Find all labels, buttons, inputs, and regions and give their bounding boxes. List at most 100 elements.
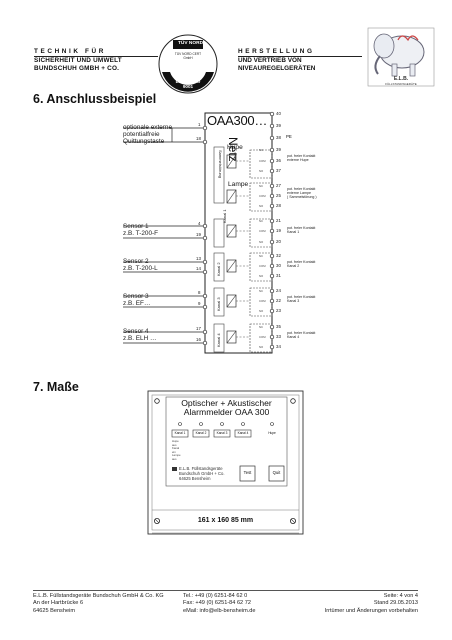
footer-col-2: Tel.: +49 (0) 6251-84 62 0 Fax: +49 (0) …: [183, 593, 256, 615]
terminal-circle: [269, 308, 275, 314]
device-box: [204, 112, 273, 354]
contact-tag: NO: [259, 203, 264, 208]
terminal-number: 28: [276, 203, 281, 208]
contact-tag: COM: [259, 193, 266, 198]
footer-line: Stand 29.05.2013: [373, 600, 418, 607]
terminal-number: 13: [196, 256, 201, 261]
contact-tag: NO: [259, 239, 264, 244]
quittung-label: optionale externe potentialfreie Quittun…: [123, 124, 173, 146]
footer-line: E.L.B. Füllstandsgeräte Bundschuh GmbH &…: [33, 593, 164, 599]
terminal-circle: [269, 273, 275, 279]
terminal-number: 1: [198, 122, 201, 127]
lamp-label: Kanal 2: [195, 431, 207, 435]
lamp-label: Hupe: [268, 431, 276, 435]
device-name: OAA300…: [207, 113, 268, 128]
terminal-number: 22: [276, 298, 281, 303]
terminal-number: 14: [196, 266, 201, 271]
contact-tag: NO: [259, 308, 264, 313]
note-kanal-3: pot. freier Kontakt Kanal 3: [287, 295, 316, 303]
contact-tag: COM: [259, 263, 266, 268]
terminal-number: 35: [276, 324, 281, 329]
panel-title-line: Alarmmelder OAA 300: [183, 407, 270, 417]
test-button-label: Test: [243, 470, 252, 475]
note-kanal-2: pot. freier Kontakt Kanal 2: [287, 260, 316, 268]
panel-title: Optischer + Akustischer Alarmmelder OAA …: [166, 399, 287, 417]
terminal-number: 36: [276, 158, 281, 163]
terminal-number: 24: [276, 288, 281, 293]
terminal-number: 39: [276, 123, 281, 128]
terminal-circle: [269, 158, 275, 164]
footer-line: An der Hartbrücke 6: [33, 600, 84, 607]
contact-tag: NO: [259, 273, 264, 278]
header-left-line: TECHNIK FÜR: [34, 48, 106, 55]
cert-badge-ring: DIN EN ISO 9001: [175, 79, 201, 89]
header-left-line: BUNDSCHUH GMBH + CO.: [34, 65, 120, 72]
terminal-circle: [269, 183, 275, 189]
terminal-number: 4: [198, 221, 201, 226]
elb-logo-label: E.L.B.: [393, 76, 409, 82]
mini-text: ein: [172, 449, 176, 454]
terminal-number: 33: [276, 334, 281, 339]
terminal-number: 38: [276, 135, 281, 140]
terminal-number: 40: [276, 111, 281, 116]
panel-company-line: Bundschuh GmbH + Co.: [179, 471, 225, 476]
footer-col-3: Seite: 4 von 4 Stand 29.05.2013 Irrtümer…: [300, 593, 418, 615]
terminal-number: 18: [196, 136, 201, 141]
lamp-label: Kanal 3: [216, 431, 228, 435]
terminal-circle: [269, 334, 275, 340]
contact-tag: NO: [259, 168, 264, 173]
footer-line: 64625 Bensheim: [33, 607, 75, 614]
contact-tag: COM: [259, 334, 266, 339]
contact-tag: NC: [259, 253, 264, 258]
terminal-circle: [269, 111, 275, 117]
terminal-number: 37: [276, 168, 281, 173]
divider: [34, 56, 158, 57]
hupe-label: Hupe: [227, 144, 243, 151]
terminal-circle: [269, 239, 275, 245]
note-hupe: pot. freier Kontakt externe Hupe: [287, 154, 316, 162]
footer-line: Irrtümer und Änderungen vorbehalten: [324, 607, 418, 614]
sensor-3-label: Sensor 3 z.B. EF…: [123, 293, 151, 308]
mini-text: aus: [172, 456, 177, 461]
terminal-number: 19: [276, 228, 281, 233]
section-7-title: 7. Maße: [33, 380, 79, 394]
elb-elephant-logo: [367, 27, 435, 87]
note-kanal-1: pot. freier Kontakt Kanal 1: [287, 226, 316, 234]
header-right-text: HERSTELLUNG UND VERTRIEB VON NIVEAUREGEL…: [238, 48, 362, 73]
contact-tag: NO: [259, 344, 264, 349]
header-right-line: UND VERTRIEB VON: [238, 57, 302, 64]
terminal-circle: [269, 135, 275, 141]
terminal-number: 30: [276, 263, 281, 268]
terminal-number: 34: [276, 344, 281, 349]
terminal-number: 27: [276, 183, 281, 188]
panel-company-line: 64625 Bensheim: [179, 476, 211, 481]
note-kanal-4: pot. freier Kontakt Kanal 4: [287, 331, 316, 339]
terminal-circle: [269, 263, 275, 269]
mini-text: Kanal: [172, 446, 180, 451]
terminal-circle: [269, 228, 275, 234]
lamp-label: Kanal 1: [174, 431, 186, 435]
panel-company: E.L.B. Füllstandsgeräte Bundschuh GmbH +…: [179, 466, 225, 481]
lamp-label: Kanal 4: [237, 431, 249, 435]
contact-tag: NC: [259, 324, 264, 329]
divider: [238, 56, 362, 57]
terminal-circle: [269, 253, 275, 259]
mini-text: Lampe: [172, 453, 181, 458]
terminal-number: 20: [276, 239, 281, 244]
sensor-4-label: Sensor 4 z.B. ELH …: [123, 328, 157, 343]
header-right-line: NIVEAUREGELGERÄTEN: [238, 65, 316, 72]
footer-col-1: E.L.B. Füllstandsgeräte Bundschuh GmbH &…: [33, 593, 164, 615]
terminal-circle: [269, 218, 275, 224]
terminal-number: 16: [196, 337, 201, 342]
panel-mini-text: Hupe aus Kanal ein Lampe aus: [172, 439, 181, 462]
footer-divider: [33, 590, 418, 591]
lampe-label: Lampe: [228, 181, 249, 188]
terminal-circle: [269, 203, 275, 209]
terminal-number: 17: [196, 326, 201, 331]
quit-button-label: Quit: [272, 470, 281, 475]
terminal-number: 19: [196, 232, 201, 237]
sensor-2-label: Sensor 2 z.B. T-200-L: [123, 258, 158, 273]
